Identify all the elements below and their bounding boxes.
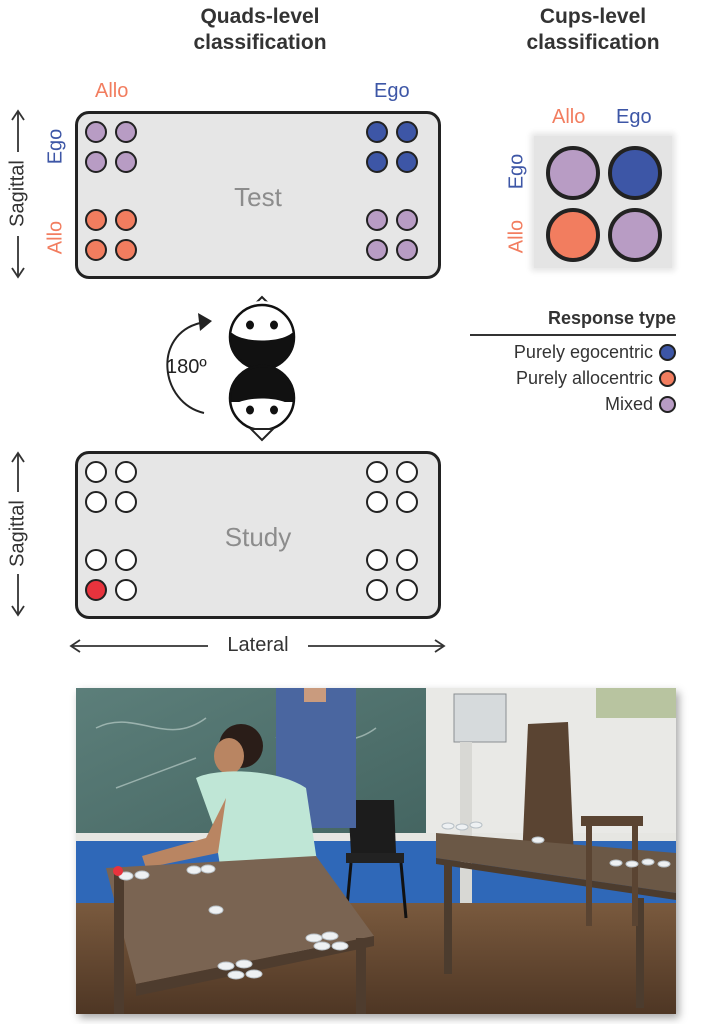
test-cup-top_left-top_right [115, 121, 137, 143]
sagittal-label-test: Sagittal [6, 160, 29, 227]
test-cup-top_left-bottom_right [115, 151, 137, 173]
study-cup-bottom_left-top_left [85, 549, 107, 571]
legend-item-allocentric: Purely allocentric [470, 368, 676, 389]
study-cup-top_left-top_left [85, 461, 107, 483]
test-cup-bottom_left-bottom_right [115, 239, 137, 261]
legend-title: Response type [470, 308, 676, 336]
test-cup-bottom_left-top_right [115, 209, 137, 231]
test-cup-top_right-top_left [366, 121, 388, 143]
sagittal-label-study: Sagittal [6, 500, 29, 567]
head-top-icon [228, 295, 296, 371]
cups-allo-column-label: Allo [552, 106, 586, 128]
test-allo-column-label: Allo [95, 80, 129, 102]
sagittal-axis-study [11, 451, 25, 617]
lateral-label: Lateral [227, 634, 289, 656]
study-cup-bottom_right-bottom_left [366, 579, 388, 601]
test-label: Test [234, 182, 282, 212]
study-cup-bottom_left-bottom_right [115, 579, 137, 601]
cups-allo-row-label: Allo [505, 219, 528, 254]
test-cup-bottom_left-bottom_left [85, 239, 107, 261]
study-cup-top_left-bottom_right [115, 491, 137, 513]
legend-item-mixed: Mixed [470, 394, 676, 415]
study-cup-top_right-top_right [396, 461, 418, 483]
lateral-axis [69, 639, 446, 653]
legend-label-allocentric: Purely allocentric [515, 368, 653, 388]
study-cup-top_left-top_right [115, 461, 137, 483]
study-cup-top_right-top_left [366, 461, 388, 483]
study-cup-bottom_left-bottom_left [85, 579, 107, 601]
legend-label-mixed: Mixed [604, 394, 653, 414]
test-cup-top_right-bottom_left [366, 151, 388, 173]
legend-swatch-mixed [659, 396, 676, 413]
quads-level-title: Quads-level classification [193, 5, 327, 54]
test-cup-top_right-bottom_right [396, 151, 418, 173]
test-allo-row-label: Allo [44, 220, 67, 255]
legend-swatch-egocentric [659, 344, 676, 361]
test-cup-bottom_right-bottom_left [366, 239, 388, 261]
cups-grid-cup-0 [546, 146, 600, 200]
study-cup-top_left-bottom_left [85, 491, 107, 513]
legend-label-egocentric: Purely egocentric [513, 342, 653, 362]
study-cup-bottom_right-top_left [366, 549, 388, 571]
rotation-arrow [166, 322, 205, 414]
sagittal-axis-test [11, 109, 25, 279]
test-cup-bottom_right-bottom_right [396, 239, 418, 261]
test-cup-bottom_right-top_left [366, 209, 388, 231]
test-cup-top_left-bottom_left [85, 151, 107, 173]
cups-level-title: Cups-level classification [526, 5, 660, 54]
cups-ego-row-label: Ego [505, 153, 528, 190]
cups-ego-column-label: Ego [616, 106, 652, 128]
test-ego-row-label: Ego [44, 128, 67, 165]
legend-swatch-allocentric [659, 370, 676, 387]
rotation-label: 180º [166, 356, 207, 378]
legend: Response type Purely egocentric Purely a… [470, 308, 676, 415]
test-cup-bottom_right-top_right [396, 209, 418, 231]
study-cup-top_right-bottom_right [396, 491, 418, 513]
test-cup-top_left-top_left [85, 121, 107, 143]
test-cup-bottom_left-top_left [85, 209, 107, 231]
cups-grid-cup-2 [546, 208, 600, 262]
rotation-figure [166, 295, 296, 442]
test-cup-top_right-top_right [396, 121, 418, 143]
study-cup-bottom_left-top_right [115, 549, 137, 571]
legend-item-egocentric: Purely egocentric [470, 342, 676, 363]
study-cup-bottom_right-bottom_right [396, 579, 418, 601]
cups-grid-cup-1 [608, 146, 662, 200]
study-cup-top_right-bottom_left [366, 491, 388, 513]
experiment-photo [76, 688, 676, 1014]
cups-grid-cup-3 [608, 208, 662, 262]
test-ego-column-label: Ego [374, 80, 410, 102]
rotation-arrowhead [198, 313, 212, 331]
study-label: Study [224, 522, 292, 552]
study-cup-bottom_right-top_right [396, 549, 418, 571]
head-bottom-icon [228, 364, 296, 442]
